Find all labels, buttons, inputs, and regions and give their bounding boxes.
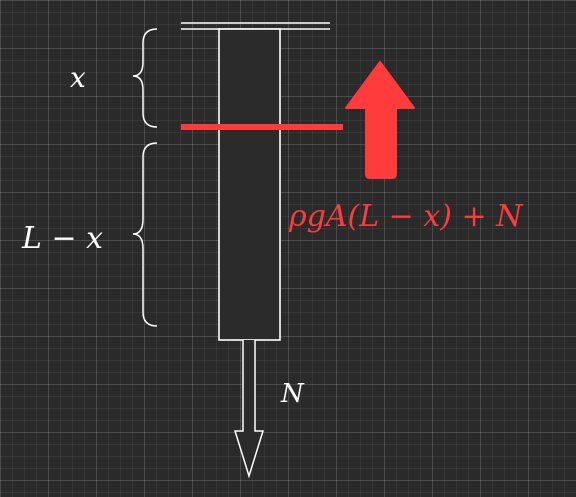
label-upward-force: ρgA(L − x) + N bbox=[289, 199, 523, 234]
label-n: N bbox=[281, 379, 304, 409]
ceiling-support bbox=[181, 22, 330, 30]
up-arrow-icon bbox=[345, 61, 415, 179]
label-x: x bbox=[70, 61, 86, 94]
brace-x bbox=[132, 28, 158, 128]
hanging-rod bbox=[218, 28, 281, 341]
label-l-minus-x: L − x bbox=[22, 221, 104, 256]
down-arrow-icon bbox=[233, 340, 265, 479]
brace-l-minus-x bbox=[132, 142, 158, 327]
